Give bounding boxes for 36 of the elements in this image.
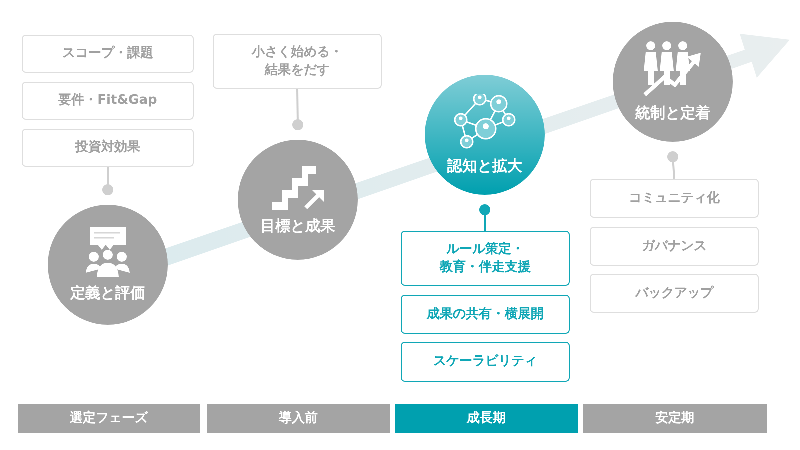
- item-label: 成果の共有・横展開: [427, 306, 544, 324]
- item-box: [590, 179, 759, 218]
- item-box: [22, 129, 194, 167]
- phase-bar: [18, 404, 200, 433]
- item-box: [590, 227, 759, 266]
- item-box: [590, 274, 759, 313]
- item-box: [22, 35, 194, 73]
- item-label: コミュニティ化: [629, 190, 720, 208]
- item-box: [401, 295, 570, 334]
- item-label: 要件・Fit&Gap: [58, 92, 158, 110]
- leader-line: [292, 88, 304, 130]
- phase-label: 安定期: [656, 410, 694, 428]
- item-label: 小さく始める・結果をだす: [250, 44, 344, 80]
- phase-title: 定義と評価: [70, 282, 146, 304]
- phase-title: 統制と定着: [636, 102, 710, 124]
- item-label: スコープ・課題: [62, 45, 154, 63]
- item-box: [22, 82, 194, 120]
- item-box: [213, 34, 382, 89]
- phase-label: 成長期: [467, 410, 506, 428]
- item-box: [401, 342, 570, 382]
- leader-line: [668, 152, 678, 180]
- leader-line: [480, 204, 490, 232]
- phase-bar: [207, 404, 390, 433]
- phase-bar: [395, 404, 578, 433]
- phase-title: 目標と成果: [260, 216, 336, 236]
- item-label: スケーラビリティ: [434, 353, 538, 371]
- item-box: [401, 231, 570, 286]
- item-label: ルール策定・教育・伴走支援: [438, 240, 532, 276]
- leader-line: [102, 167, 114, 196]
- item-label: 投資対効果: [76, 139, 140, 157]
- phase-label: 導入前: [279, 410, 318, 428]
- phase-bar: [583, 404, 767, 433]
- item-label: バックアップ: [636, 284, 714, 302]
- phase-label: 選定フェーズ: [70, 410, 148, 428]
- item-label: ガバナンス: [642, 238, 707, 256]
- phase-title: 認知と拡大: [448, 156, 522, 176]
